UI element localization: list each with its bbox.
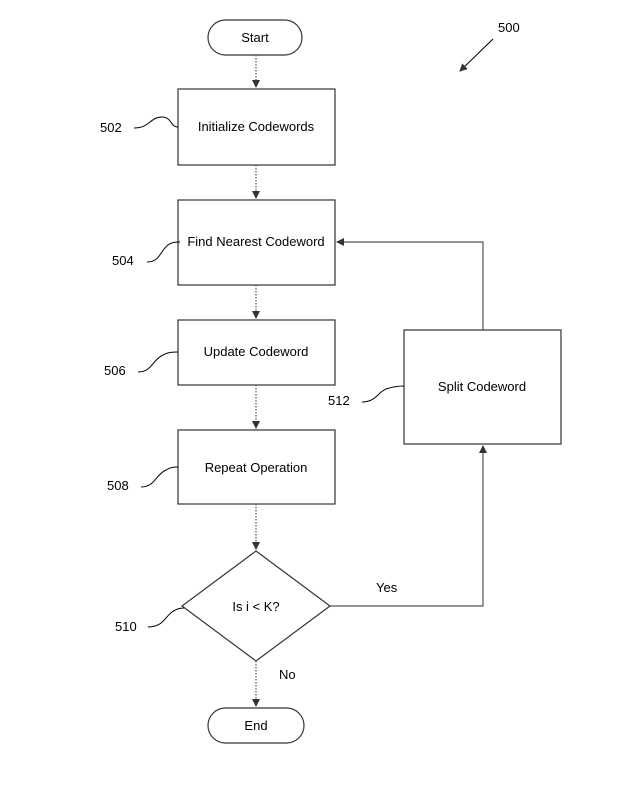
- no-label: No: [279, 667, 296, 682]
- repeat-ref-leader: [140, 466, 179, 488]
- repeat-ref: 508: [107, 478, 129, 493]
- start-terminal: [207, 19, 303, 56]
- figure-number: 500: [498, 20, 520, 35]
- end-terminal: [207, 707, 305, 744]
- decision-ref-leader: [147, 607, 185, 628]
- update-label: Update Codeword: [204, 344, 309, 359]
- find-ref-leader: [146, 241, 181, 263]
- split-box: [403, 329, 562, 445]
- init-label: Initialize Codewords: [198, 119, 315, 134]
- edge-split-to-find: [336, 238, 484, 330]
- repeat-box: [177, 429, 336, 505]
- edge-yes-to-split: [330, 445, 487, 607]
- find-ref: 504: [112, 253, 134, 268]
- decision-label: Is i < K?: [232, 599, 279, 614]
- update-ref-leader: [137, 351, 179, 373]
- figure-pointer-arrow: [459, 38, 494, 72]
- repeat-label: Repeat Operation: [205, 460, 308, 475]
- init-ref-leader: [133, 116, 179, 129]
- split-label: Split Codeword: [438, 379, 526, 394]
- end-label: End: [244, 718, 267, 733]
- yes-label: Yes: [376, 580, 398, 595]
- split-ref-leader: [361, 385, 405, 403]
- start-label: Start: [241, 30, 269, 45]
- decision-ref: 510: [115, 619, 137, 634]
- split-ref: 512: [328, 393, 350, 408]
- update-ref: 506: [104, 363, 126, 378]
- init-ref: 502: [100, 120, 122, 135]
- init-box: [177, 88, 336, 166]
- find-label: Find Nearest Codeword: [187, 234, 324, 249]
